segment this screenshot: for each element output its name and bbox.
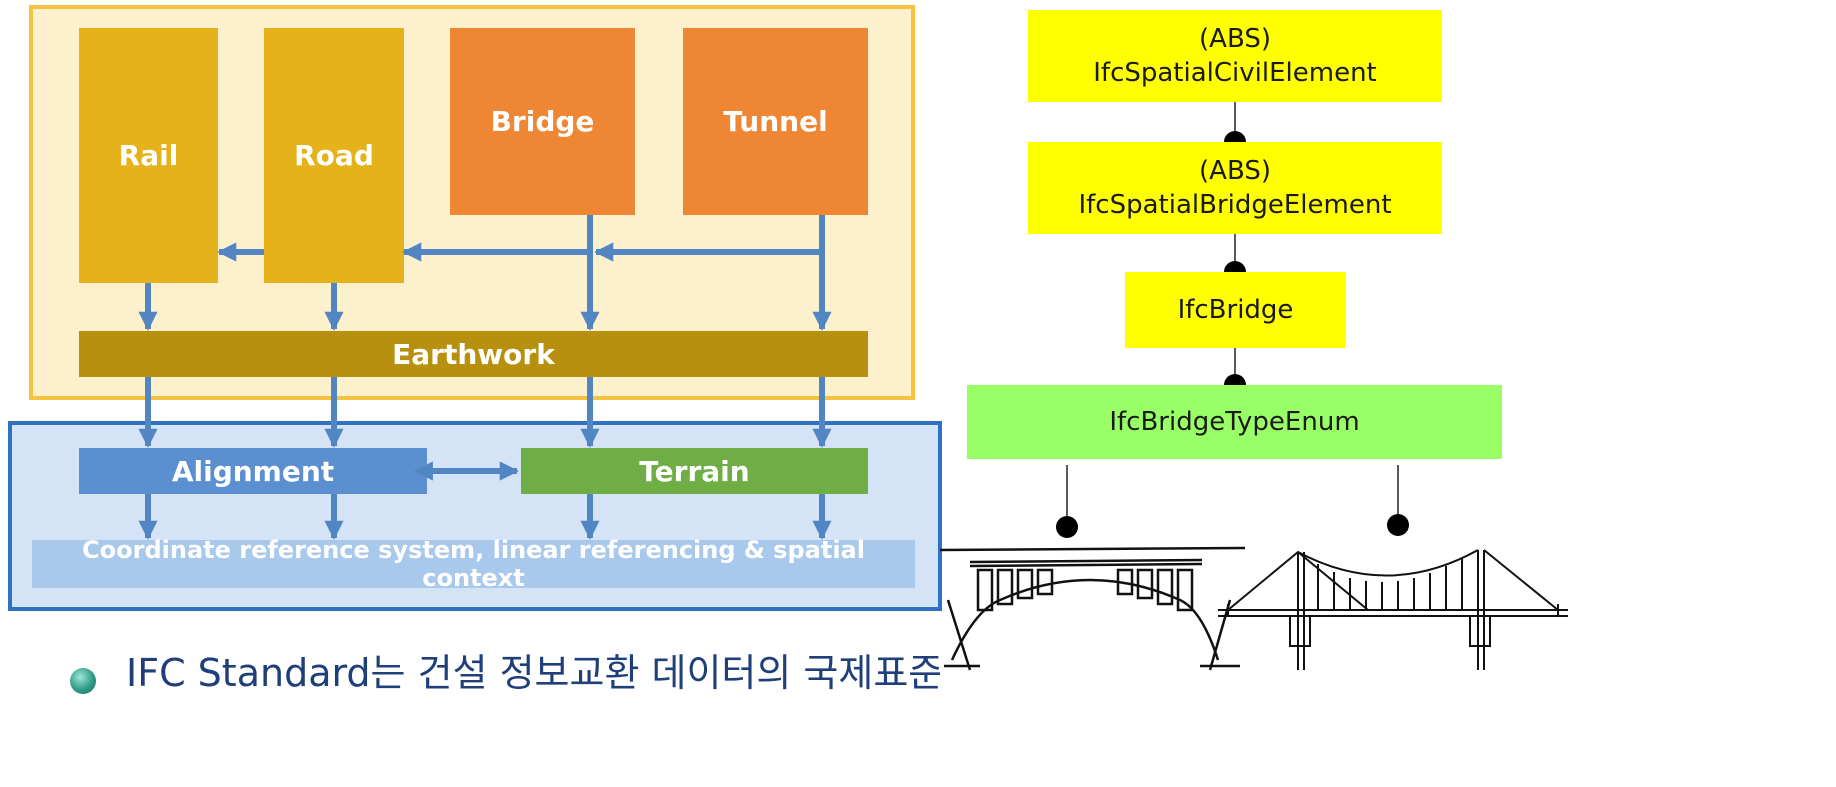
- arch-bridge-illustration: [940, 546, 1246, 671]
- ifc-bridge-name: IfcBridge: [1177, 295, 1294, 325]
- flow-arrows: [138, 215, 832, 540]
- tunnel-box: Tunnel: [683, 28, 868, 215]
- connector-dot-5: [1387, 514, 1409, 536]
- crs-bar: Coordinate reference system, linear refe…: [32, 536, 915, 592]
- earthwork-label: Earthwork: [392, 337, 555, 371]
- alignment-box: Alignment: [79, 448, 427, 494]
- ifc-bridge-type-enum: IfcBridgeTypeEnum: [967, 385, 1502, 459]
- rail-label: Rail: [118, 139, 179, 172]
- terrain-label: Terrain: [639, 454, 750, 488]
- rail-box: Rail: [79, 28, 218, 283]
- bridge-label: Bridge: [490, 105, 595, 138]
- bullet-line: IFC Standard는 건설 정보교환 데이터의 국제표준: [70, 648, 940, 787]
- ifc-spatial-bridge-element: (ABS) IfcSpatialBridgeElement: [1028, 142, 1442, 234]
- road-label: Road: [294, 139, 374, 172]
- ifc-spatial-civil-element: (ABS) IfcSpatialCivilElement: [1028, 10, 1442, 102]
- bridge-element-name: IfcSpatialBridgeElement: [1078, 190, 1392, 220]
- civil-element-name: IfcSpatialCivilElement: [1093, 58, 1377, 88]
- connector-dot-4: [1056, 516, 1078, 538]
- tunnel-label: Tunnel: [723, 105, 828, 138]
- suspension-bridge-illustration: [1218, 549, 1568, 670]
- bullet-text: IFC Standard는 건설 정보교환 데이터의 국제표준: [126, 651, 940, 695]
- type-enum-name: IfcBridgeTypeEnum: [1109, 407, 1360, 437]
- bridge-box: Bridge: [450, 28, 635, 215]
- road-box: Road: [264, 28, 404, 283]
- ifc-bridge: IfcBridge: [1125, 272, 1346, 348]
- terrain-box: Terrain: [521, 448, 868, 494]
- earthwork-bar: Earthwork: [79, 331, 868, 377]
- bridge-element-prefix: (ABS): [1199, 156, 1271, 186]
- bullet-icon: [70, 668, 96, 694]
- crs-label: Coordinate reference system, linear refe…: [82, 536, 865, 592]
- alignment-label: Alignment: [171, 454, 335, 488]
- civil-element-prefix: (ABS): [1199, 24, 1271, 54]
